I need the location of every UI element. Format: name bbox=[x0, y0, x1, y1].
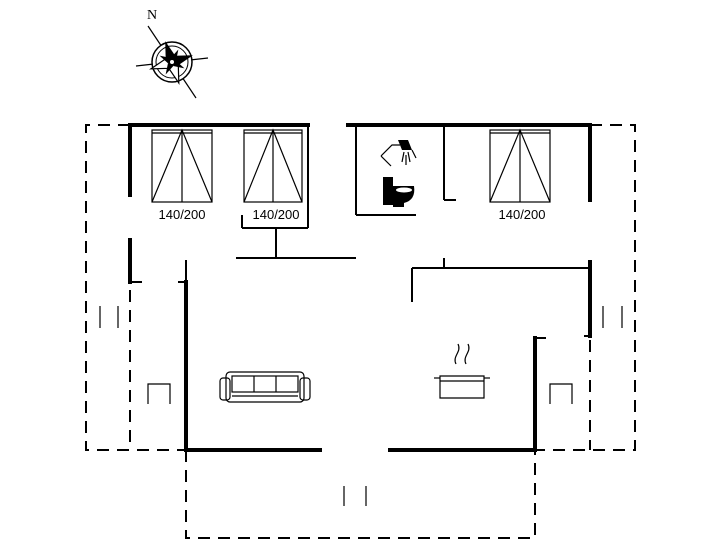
terrace-outline bbox=[85, 124, 636, 539]
bed-1-label: 140/200 bbox=[159, 207, 206, 222]
cooking-pot-icon bbox=[434, 343, 490, 399]
bed-2 bbox=[243, 128, 303, 203]
bed-3 bbox=[489, 128, 551, 203]
sofa-icon bbox=[219, 371, 311, 403]
bed-1 bbox=[151, 128, 213, 203]
bed-3-label: 140/200 bbox=[499, 207, 546, 222]
compass-north-label: N bbox=[147, 8, 157, 23]
bed-2-label: 140/200 bbox=[253, 207, 300, 222]
compass-icon: N bbox=[135, 8, 209, 99]
shower-icon bbox=[380, 140, 417, 167]
toilet-icon bbox=[383, 177, 415, 207]
door-marks bbox=[99, 306, 623, 506]
walls bbox=[128, 123, 592, 452]
